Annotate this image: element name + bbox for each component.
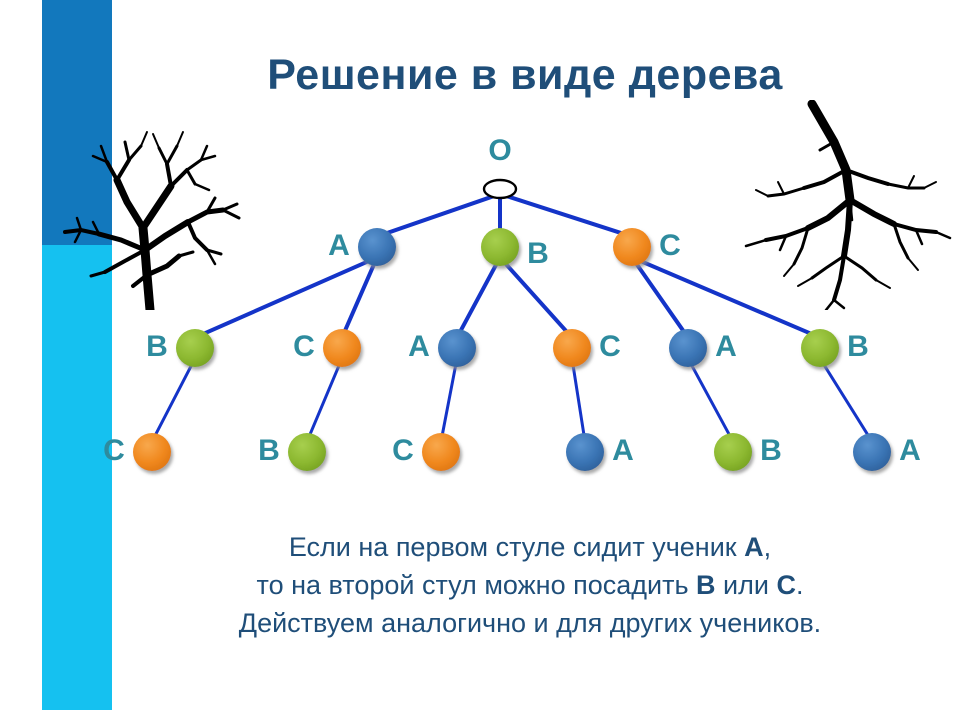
tree-node-label: C (659, 229, 681, 262)
tree-node-c[interactable] (613, 228, 651, 266)
tree-node-label: B (146, 330, 168, 363)
tree-edge (150, 356, 197, 444)
bare-tree-right-icon (744, 100, 952, 310)
tree-edge (630, 255, 690, 340)
tree-node-a[interactable] (853, 433, 891, 471)
tree-node-label: A (408, 330, 430, 363)
tree-edge (340, 255, 379, 340)
tree-edge (498, 255, 574, 340)
page-title: Решение в виде дерева (267, 50, 783, 99)
accent-bar-bottom (42, 245, 112, 710)
caption-line2-text: то на второй стул можно посадить (256, 570, 697, 600)
tree-edge (686, 356, 735, 444)
caption-line-1: Если на первом стуле сидит ученик А, (120, 528, 940, 566)
tree-node-label: A (328, 229, 350, 262)
tree-node-label: C (392, 434, 414, 467)
caption-line-3: Действуем аналогично и для других ученик… (238, 608, 822, 638)
tree-node-root[interactable] (482, 178, 518, 200)
tree-node-b[interactable] (801, 329, 839, 367)
caption-line2-tail: . (795, 570, 804, 600)
caption-line-2: то на второй стул можно посадить В или С… (120, 566, 940, 604)
tree-edge (818, 356, 874, 444)
tree-node-label: C (599, 330, 621, 363)
tree-edge (455, 255, 502, 340)
tree-node-c[interactable] (553, 329, 591, 367)
tree-node-c[interactable] (133, 433, 171, 471)
tree-node-label: B (258, 434, 280, 467)
tree-edge (498, 191, 634, 239)
tree-node-label: O (488, 134, 511, 167)
caption-text: Если на первом стуле сидит ученик А, то … (120, 528, 940, 642)
caption-line1-tail: , (763, 532, 772, 562)
tree-node-c[interactable] (323, 329, 361, 367)
tree-node-label: B (527, 237, 549, 270)
caption-line2-mid: или (715, 570, 777, 600)
tree-node-b[interactable] (714, 433, 752, 471)
tree-node-b[interactable] (481, 228, 519, 266)
tree-edge (570, 356, 587, 444)
tree-node-label: B (760, 434, 782, 467)
tree-node-a[interactable] (669, 329, 707, 367)
tree-node-a[interactable] (358, 228, 396, 266)
tree-node-label: A (715, 330, 737, 363)
tree-edge (439, 356, 459, 444)
tree-node-a[interactable] (438, 329, 476, 367)
tree-edge (305, 356, 344, 444)
tree-node-b[interactable] (288, 433, 326, 471)
tree-node-b[interactable] (176, 329, 214, 367)
bare-tree-left-icon (63, 131, 241, 310)
caption-line2-bold-c: С (776, 570, 796, 600)
accent-bar-top (42, 0, 112, 245)
tree-edge (375, 191, 502, 239)
caption-line1-text: Если на первом стуле сидит ученик (288, 532, 745, 562)
tree-node-label: A (612, 434, 634, 467)
tree-node-c[interactable] (422, 433, 460, 471)
tree-node-label: B (847, 330, 869, 363)
caption-line2-bold-b: В (696, 570, 716, 600)
tree-node-a[interactable] (566, 433, 604, 471)
caption-line1-bold: А (744, 532, 764, 562)
tree-node-label: C (293, 330, 315, 363)
tree-node-label: A (899, 434, 921, 467)
